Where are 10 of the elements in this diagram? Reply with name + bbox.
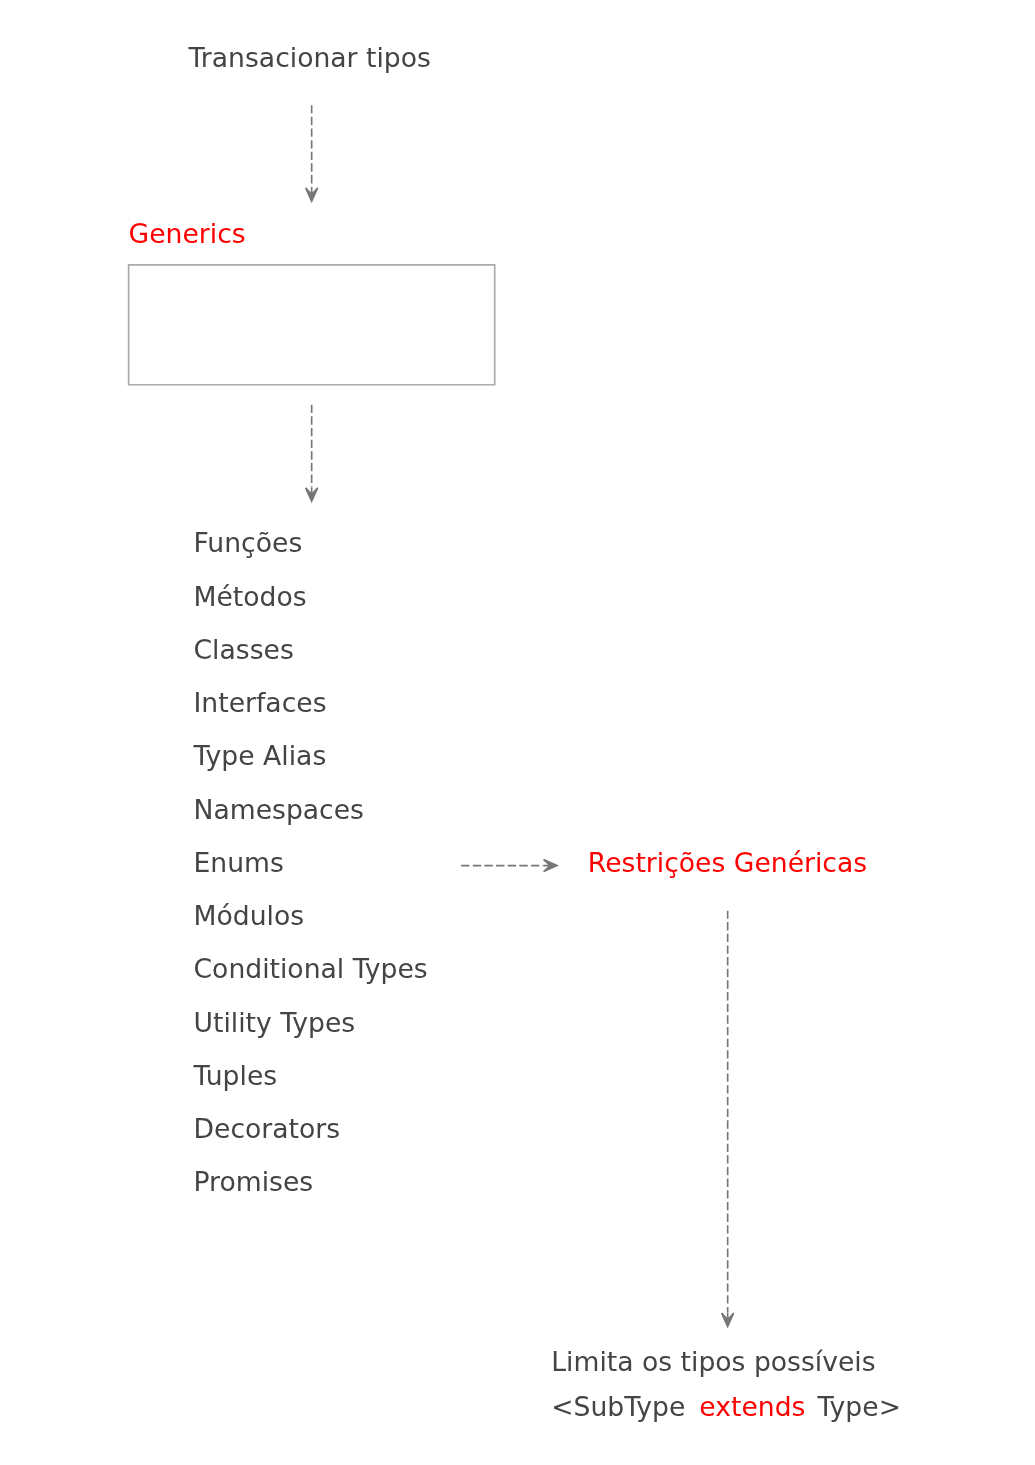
arrow (304, 404, 318, 502)
node-text: Limita os tipos possíveis <SubType extends Type> (550, 1346, 901, 1423)
arrow (459, 858, 558, 873)
node-text: Funções Métodos Classes Interfaces Type Alias Namespaces Enums Módulos Conditional Types Utility Types Tuples Decorators Promises (193, 527, 428, 1198)
arrow (304, 104, 318, 203)
node-text: Restrições Genéricas (587, 846, 867, 878)
node-label: Generics (128, 217, 246, 249)
arrow (720, 909, 734, 1328)
node-box (127, 264, 496, 386)
node-text: Transacionar tipos (188, 41, 431, 73)
